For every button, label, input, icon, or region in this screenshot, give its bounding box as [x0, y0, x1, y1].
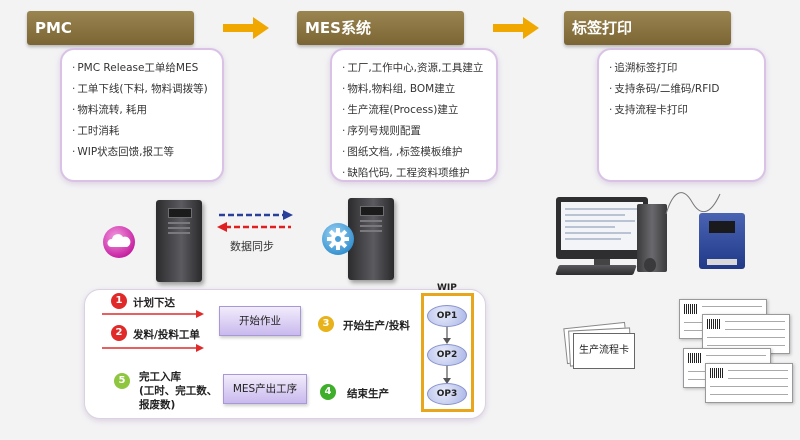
step-number-5: 5 — [114, 373, 130, 389]
list-item: 图纸文档, ,标签模板维护 — [342, 142, 488, 163]
list-item: 工厂,工作中心,资源,工具建立 — [342, 58, 488, 79]
flow-red-arrows — [102, 310, 204, 352]
label-print-card: 追溯标签打印 支持条码/二维码/RFID 支持流程卡打印 — [597, 48, 766, 182]
server-icon — [156, 200, 202, 282]
computer-screen — [561, 202, 643, 250]
list-item: 支持条码/二维码/RFID — [609, 79, 756, 100]
wip-title: WIP — [437, 283, 457, 293]
pmc-card: PMC Release工单给MES 工单下线(下料, 物料调拨等) 物料流转, … — [60, 48, 224, 182]
step-label-2: 发料/投料工单 — [133, 329, 200, 341]
cloud-icon — [103, 226, 135, 258]
list-item: 序列号规则配置 — [342, 121, 488, 142]
cable-icon — [665, 192, 721, 215]
step-number-1: 1 — [111, 293, 127, 309]
list-item: 物料,物料组, BOM建立 — [342, 79, 488, 100]
arrow-right-icon — [223, 17, 269, 39]
wip-op-2: OP2 — [427, 344, 467, 366]
list-item: 支持流程卡打印 — [609, 100, 756, 121]
process-box-report: MES产出工序 — [223, 374, 307, 404]
process-box-start: 开始作业 — [219, 306, 301, 336]
printer-icon — [699, 213, 745, 269]
mes-header: MES系统 — [297, 11, 464, 45]
step-label-3: 开始生产/投料 — [343, 320, 410, 332]
step-label-5-line-2: (工时、完工数、 — [139, 385, 218, 397]
step-number-4: 4 — [320, 384, 336, 400]
list-item: 物料流转, 耗用 — [72, 100, 214, 121]
list-item: 工单下线(下料, 物料调拨等) — [72, 79, 214, 100]
step-label-5-line-3: 报废数) — [139, 399, 176, 411]
step-label-5-line-1: 完工入库 — [139, 371, 181, 383]
wip-op-1: OP1 — [427, 305, 467, 327]
mes-card: 工厂,工作中心,资源,工具建立 物料,物料组, BOM建立 生产流程(Proce… — [330, 48, 498, 182]
step-number-2: 2 — [111, 325, 127, 341]
list-item: 生产流程(Process)建立 — [342, 100, 488, 121]
list-item: 工时消耗 — [72, 121, 214, 142]
list-item: PMC Release工单给MES — [72, 58, 214, 79]
label-sheet-2 — [702, 314, 790, 354]
keyboard-icon — [555, 265, 637, 275]
server-icon — [348, 198, 394, 280]
sync-arrows — [217, 210, 293, 232]
step-label-1: 计划下达 — [133, 297, 175, 309]
sync-label: 数据同步 — [230, 240, 274, 253]
step-number-3: 3 — [318, 316, 334, 332]
flow-card: 生产流程卡 — [573, 333, 635, 369]
label-print-header: 标签打印 — [564, 11, 731, 45]
list-item: WIP状态回馈,报工等 — [72, 142, 214, 163]
label-sheet-4 — [705, 363, 793, 403]
pmc-header: PMC — [27, 11, 194, 45]
step-label-4: 结束生产 — [347, 388, 389, 400]
arrow-right-icon — [493, 17, 539, 39]
monitor-stand — [594, 259, 610, 267]
list-item: 追溯标签打印 — [609, 58, 756, 79]
computer-icon — [556, 197, 648, 259]
gear-icon — [322, 223, 354, 255]
list-item: 缺陷代码, 工程资料项维护 — [342, 163, 488, 184]
mouse-icon — [644, 258, 656, 272]
wip-op-3: OP3 — [427, 383, 467, 405]
